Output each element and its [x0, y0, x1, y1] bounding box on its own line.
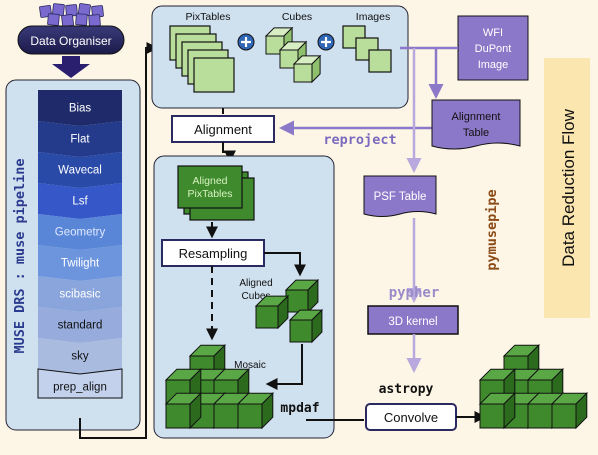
organiser-down-arrow [52, 56, 90, 78]
alignment-table-box [431, 99, 521, 150]
pipeline-step-box [38, 245, 122, 281]
data-organiser-icon [39, 3, 104, 27]
pipeline-step-label: prep_align [53, 382, 107, 394]
cubes-label: Cubes [282, 11, 312, 23]
aligned-cubes-icon [254, 278, 324, 344]
data-organiser-box [17, 25, 125, 55]
pipeline-step-box [38, 152, 122, 188]
cube [284, 278, 320, 314]
wfi-label: Image [478, 59, 509, 71]
alignment-table-label: Alignment [452, 111, 501, 123]
mosaic-cube-icon [164, 343, 275, 430]
pipeline-step-label: scibasic [60, 289, 101, 301]
resampling-label: Resampling [179, 246, 248, 261]
mpdaf-label: mpdaf [280, 401, 319, 416]
images-stack-icon [342, 25, 392, 73]
cubes-stack-icon [264, 26, 322, 84]
kernel-label: 3D kernel [388, 316, 437, 328]
aligned-cubes-label: Aligned [239, 278, 272, 289]
cubes-to-mosaic-arrow [265, 344, 303, 390]
pypher-label: pypher [389, 285, 440, 301]
alignment-table-label: Table [463, 127, 489, 139]
wfi-label: DuPont [475, 43, 512, 55]
plus-icon [317, 33, 335, 51]
cube [236, 391, 275, 430]
pipeline-step-box [38, 307, 122, 343]
prep-align-connector [79, 42, 159, 439]
pipeline-step-label: Wavecal [58, 165, 102, 177]
pymusepipe-label: pymusepipe [484, 189, 500, 270]
pixtables-label: PixTables [186, 11, 231, 23]
pipeline-step-label: Twilight [61, 258, 100, 270]
aligned-pixtables-icon [177, 165, 255, 221]
resampling-to-cubes-arrow [264, 252, 306, 277]
pipeline-label: MUSE DRS : muse pipeline [12, 158, 28, 353]
kernel-box [367, 305, 459, 335]
wfi-image-box [457, 15, 529, 81]
pipeline-step-label: Geometry [55, 227, 106, 239]
cube [254, 294, 290, 330]
cube [478, 391, 517, 430]
pipeline-step-box [38, 90, 122, 126]
reproject-label: reproject [323, 132, 396, 148]
cube [164, 391, 203, 430]
pipeline-step-box [38, 214, 122, 250]
title-band [544, 58, 590, 318]
wfi-label: WFI [483, 27, 503, 39]
astropy-label: astropy [379, 382, 434, 397]
pipeline-step-box [38, 183, 122, 219]
pipeline-step-box [38, 338, 122, 374]
pipeline-step-label: Bias [69, 103, 92, 115]
psf-table-label: PSF Table [374, 191, 427, 203]
pipeline-step-label: sky [71, 351, 89, 363]
aligned-pixtables-label: PixTables [188, 188, 233, 200]
pipeline-step-label: Flat [70, 134, 90, 146]
pipeline-step-box [38, 276, 122, 312]
pipeline-step-box [37, 368, 123, 399]
aligned-pixtables-label: Aligned [192, 175, 227, 187]
aligned-cubes-label: Cubes [242, 291, 271, 302]
pipeline-step-label: Lsf [72, 196, 88, 208]
pixtables-stack-icon [169, 25, 235, 93]
diagram-title: Data Reduction Flow [559, 108, 578, 267]
pipeline-step-box [38, 121, 122, 157]
cube [292, 54, 322, 84]
cube [288, 308, 324, 344]
alignment-label: Alignment [194, 122, 252, 137]
psf-table-box [363, 175, 437, 217]
convolve-label: Convolve [384, 410, 438, 425]
mosaic-label: Mosaic [234, 360, 266, 371]
pipeline-step-label: standard [58, 320, 103, 332]
plus-icon [237, 33, 255, 51]
cube [550, 391, 589, 430]
output-cube-icon [478, 343, 589, 430]
data-organiser-label: Data Organiser [30, 34, 111, 48]
images-label: Images [356, 11, 390, 23]
